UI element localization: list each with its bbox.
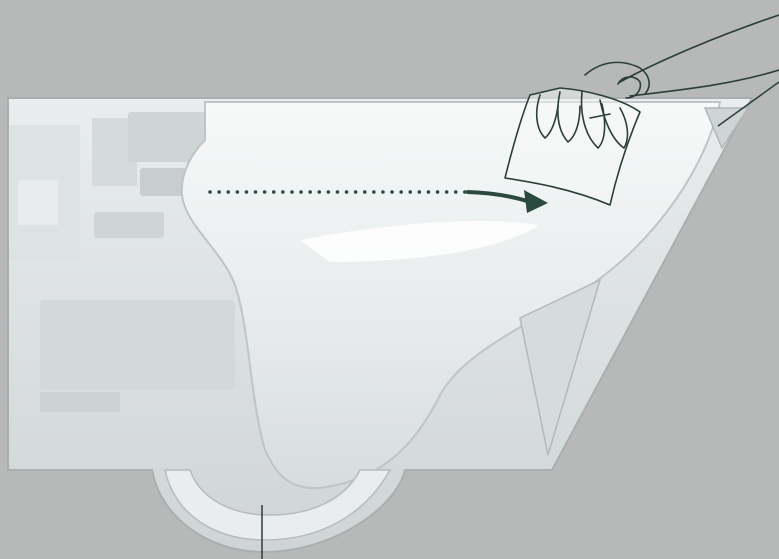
toilet-cutaway-scene: [0, 0, 779, 559]
illustration: [0, 0, 779, 559]
